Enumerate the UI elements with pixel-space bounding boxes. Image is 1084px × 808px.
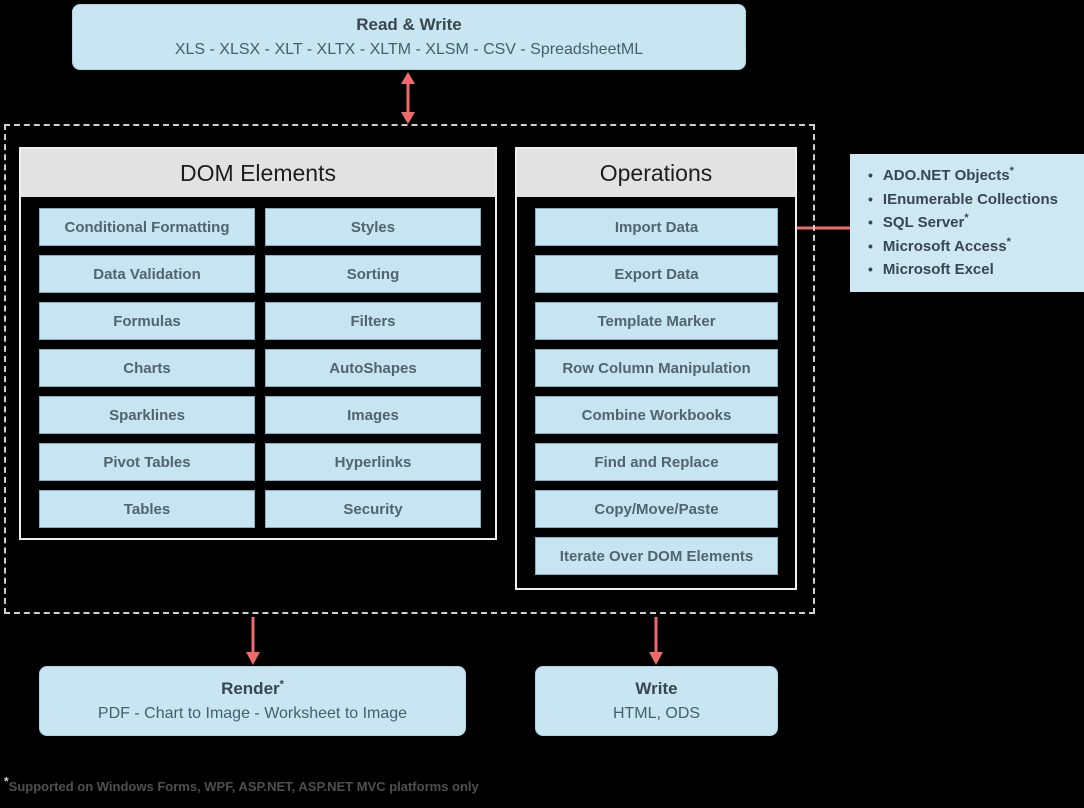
dom-item: Styles <box>265 208 481 246</box>
write-box: Write HTML, ODS <box>535 666 778 736</box>
operations-item: Export Data <box>535 255 778 293</box>
dom-elements-header: DOM Elements <box>21 149 495 197</box>
engine-container <box>4 124 815 614</box>
data-source-item: • SQL Server* <box>868 211 1080 235</box>
dom-elements-body: Conditional Formatting Styles Data Valid… <box>21 197 495 539</box>
data-source-label: SQL Server* <box>882 212 969 232</box>
dom-item: Images <box>265 396 481 434</box>
operations-panel: Operations Import Data Export Data Templ… <box>515 147 797 590</box>
data-source-item: • Microsoft Excel <box>868 258 1080 282</box>
data-source-item: • Microsoft Access* <box>868 235 1080 259</box>
read-write-box: Read & Write XLS - XLSX - XLT - XLTX - X… <box>72 4 746 70</box>
operations-item: Combine Workbooks <box>535 396 778 434</box>
data-source-label: ADO.NET Objects* <box>882 165 1014 185</box>
bullet-icon: • <box>868 237 873 254</box>
bullet-icon: • <box>868 167 873 183</box>
operations-item: Find and Replace <box>535 443 778 481</box>
operations-item: Copy/Move/Paste <box>535 490 778 528</box>
dom-item: Filters <box>265 302 481 340</box>
data-source-item: • IEnumerable Collections <box>868 188 1080 212</box>
footnote: *Supported on Windows Forms, WPF, ASP.NE… <box>4 776 479 794</box>
operations-item: Template Marker <box>535 302 778 340</box>
operations-header: Operations <box>517 149 795 197</box>
footnote-text: Supported on Windows Forms, WPF, ASP.NET… <box>8 779 479 794</box>
bullet-icon: • <box>868 261 873 278</box>
dom-item: Charts <box>39 349 255 387</box>
bullet-icon: • <box>868 214 873 231</box>
write-formats: HTML, ODS <box>612 705 701 722</box>
render-box: Render* PDF - Chart to Image - Worksheet… <box>39 666 466 736</box>
data-sources-box: • ADO.NET Objects* • IEnumerable Collect… <box>850 154 1084 292</box>
write-title: Write <box>635 679 678 698</box>
bullet-icon: • <box>868 190 873 207</box>
dom-item: Pivot Tables <box>39 443 255 481</box>
data-sources-list: • ADO.NET Objects* • IEnumerable Collect… <box>868 164 1080 282</box>
write-arrow <box>649 617 663 665</box>
dom-item: Hyperlinks <box>265 443 481 481</box>
operations-body: Import Data Export Data Template Marker … <box>517 197 795 587</box>
data-source-label: Microsoft Excel <box>882 261 994 279</box>
data-source-label: IEnumerable Collections <box>882 190 1058 208</box>
dom-item: Sparklines <box>39 396 255 434</box>
dom-item: Conditional Formatting <box>39 208 255 246</box>
render-title: Render* <box>221 678 284 698</box>
dom-item: AutoShapes <box>265 349 481 387</box>
render-arrow <box>246 617 260 665</box>
operations-item: Iterate Over DOM Elements <box>535 537 778 575</box>
read-write-double-arrow <box>401 72 415 124</box>
dom-item: Sorting <box>265 255 481 293</box>
data-source-item: • ADO.NET Objects* <box>868 164 1080 188</box>
data-source-label: Microsoft Access* <box>882 235 1011 255</box>
operations-item: Import Data <box>535 208 778 246</box>
dom-item: Security <box>265 490 481 528</box>
read-write-title: Read & Write <box>356 15 462 34</box>
footnote-asterisk: * <box>4 774 9 789</box>
dom-elements-panel: DOM Elements Conditional Formatting Styl… <box>19 147 497 540</box>
dom-item: Formulas <box>39 302 255 340</box>
render-formats: PDF - Chart to Image - Worksheet to Imag… <box>97 705 408 722</box>
dom-item: Data Validation <box>39 255 255 293</box>
dom-item: Tables <box>39 490 255 528</box>
operations-item: Row Column Manipulation <box>535 349 778 387</box>
read-write-formats: XLS - XLSX - XLT - XLTX - XLTM - XLSM - … <box>174 41 644 58</box>
